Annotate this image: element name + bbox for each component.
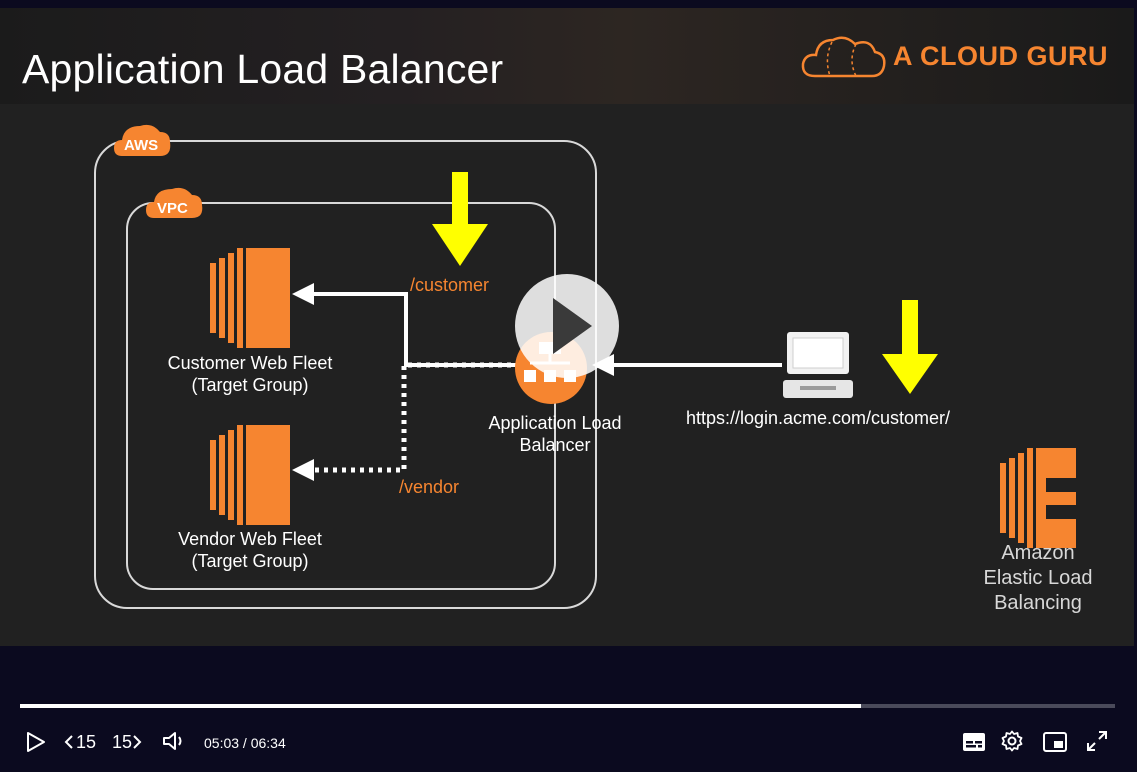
cloud-logo-icon xyxy=(801,36,886,78)
current-time: 05:03 xyxy=(204,735,240,751)
diagram xyxy=(94,36,1076,609)
vendor-fleet-label-line2: (Target Group) xyxy=(191,551,309,571)
ec2-vendor-fleet-icon xyxy=(210,425,290,525)
aws-badge-icon xyxy=(114,124,171,156)
aws-badge-label: AWS xyxy=(124,137,159,154)
alb-label-line1: Application Load xyxy=(488,413,622,433)
vendor-fleet-label-line1: Vendor Web Fleet xyxy=(178,529,322,549)
time-separator: / xyxy=(239,735,251,751)
request-url: https://login.acme.com/customer/ xyxy=(685,408,951,428)
vpc-badge-label: VPC xyxy=(157,200,188,217)
elb-label-line1: Amazon xyxy=(1001,542,1075,564)
top-strip xyxy=(0,0,1137,8)
player-controls: 15 15 05:03 / 06:34 xyxy=(0,646,1137,772)
volume-icon[interactable] xyxy=(162,730,186,752)
picture-in-picture-icon[interactable] xyxy=(1043,732,1067,752)
slide-title: Application Load Balancer xyxy=(22,46,504,92)
vendor-route-line xyxy=(312,362,520,473)
aws-boundary xyxy=(94,140,597,609)
client-request-arrowhead xyxy=(592,354,614,376)
yellow-arrow-right-icon xyxy=(882,300,938,394)
alb-label: Application Load Balancer xyxy=(470,412,640,456)
customer-fleet-label-line1: Customer Web Fleet xyxy=(167,353,333,373)
skip-forward-icon[interactable] xyxy=(132,734,142,750)
elb-label-line2: Elastic Load xyxy=(983,567,1093,589)
video-frame[interactable]: Application Load Balancer xyxy=(0,8,1134,646)
play-icon[interactable] xyxy=(26,731,46,753)
route-customer-label: /customer xyxy=(410,275,490,295)
customer-fleet-label-line2: (Target Group) xyxy=(191,375,309,395)
progress-bar[interactable] xyxy=(20,704,1115,708)
yellow-arrow-top-icon xyxy=(432,172,488,266)
ec2-customer-fleet-icon xyxy=(210,248,290,348)
settings-icon[interactable] xyxy=(1001,730,1023,752)
skip-forward-label[interactable]: 15 xyxy=(112,732,133,752)
captions-icon[interactable] xyxy=(962,732,986,752)
vendor-route-arrowhead xyxy=(292,459,314,481)
time-display: 05:03 / 06:34 xyxy=(204,735,286,751)
skip-back-icon[interactable] xyxy=(64,734,74,750)
progress-bar-fill xyxy=(20,704,861,708)
slide-title-bar xyxy=(0,8,1134,104)
duration: 06:34 xyxy=(250,735,286,751)
elb-service-icon xyxy=(1000,448,1076,548)
vpc-badge-icon xyxy=(146,187,203,218)
skip-back-label[interactable]: 15 xyxy=(76,732,97,752)
alb-label-line2: Balancer xyxy=(519,435,591,455)
elb-service-label: Amazon Elastic Load Balancing xyxy=(968,541,1108,616)
route-vendor-label: /vendor xyxy=(399,477,460,497)
brand-name: A CLOUD GURU xyxy=(893,41,1108,71)
customer-fleet-label: Customer Web Fleet (Target Group) xyxy=(148,352,352,396)
computer-icon xyxy=(783,332,853,398)
play-overlay-icon xyxy=(515,274,619,378)
elb-label-line3: Balancing xyxy=(994,592,1082,614)
fullscreen-icon[interactable] xyxy=(1086,730,1108,752)
customer-route-arrowhead xyxy=(292,283,314,305)
vendor-fleet-label: Vendor Web Fleet (Target Group) xyxy=(148,528,352,572)
